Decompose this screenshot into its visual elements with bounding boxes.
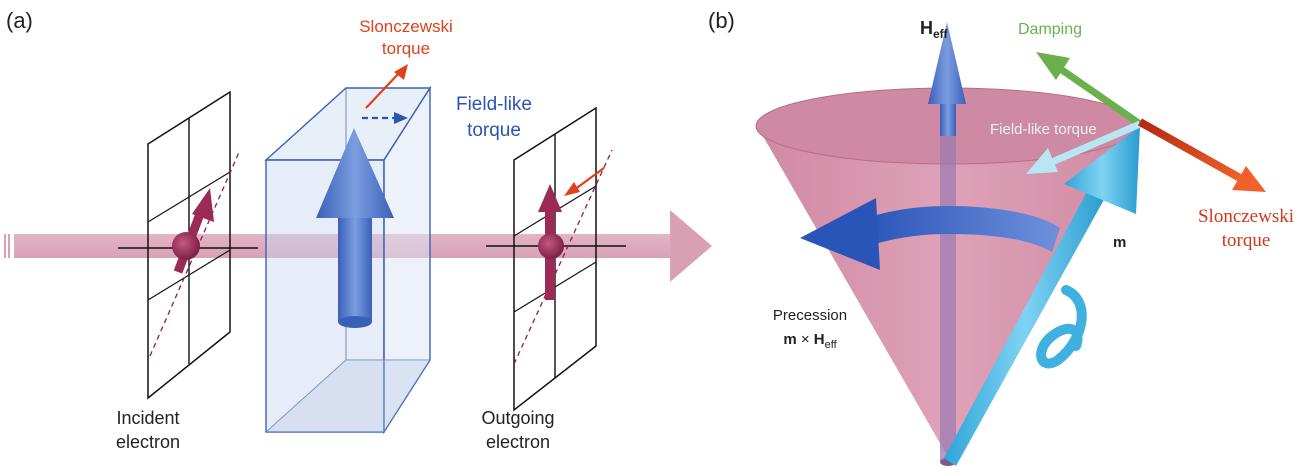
panel-a-label: (a) <box>6 8 33 33</box>
panel-b-label: (b) <box>708 8 735 33</box>
field-like-label-a-line1: Field-like <box>456 94 532 115</box>
h-eff-arrow <box>928 22 966 466</box>
m-spiral-ribbon <box>1036 285 1087 369</box>
beam-tail-stripe <box>4 234 6 258</box>
beam-arrowhead <box>670 210 712 282</box>
outgoing-torque-arrow <box>573 167 605 191</box>
damping-arrowhead <box>1036 52 1070 80</box>
slonczewski-arrow-b <box>1138 118 1266 192</box>
slonczewski-label-a-line1: Slonczewski <box>359 17 453 36</box>
slonczewski-shaft-b <box>1138 118 1242 182</box>
incident-electron-ball <box>172 232 200 260</box>
m-arrowhead <box>1064 126 1140 214</box>
h-eff-shaft-top <box>940 96 956 136</box>
m-shaft <box>944 186 1106 466</box>
field-like-arrow-b <box>1026 120 1142 174</box>
outgoing-label-line1: Outgoing <box>481 408 554 428</box>
m-label: m <box>1113 234 1126 251</box>
outgoing-spin-arrowhead <box>538 184 562 212</box>
outgoing-plane <box>513 106 597 412</box>
slonczewski-label-b-line1: Slonczewski <box>1198 206 1294 227</box>
incident-plane-hline <box>147 171 231 223</box>
field-like-torque-arrowhead-a <box>394 112 408 124</box>
field-like-label-a-line2: torque <box>467 120 521 141</box>
slonczewski-label-a-line2: torque <box>382 39 430 58</box>
precession-label-line2: m × Heff <box>783 331 837 351</box>
outgoing-dashed-axis <box>513 149 613 365</box>
outgoing-electron <box>486 106 626 412</box>
damping-label: Damping <box>1018 21 1082 38</box>
magnetization-shaft <box>338 214 372 322</box>
damping-arrow <box>1036 52 1142 127</box>
incident-electron <box>118 90 258 400</box>
field-like-label-b: Field-like torque <box>990 121 1097 138</box>
incident-plane-hline <box>147 249 231 301</box>
slonczewski-torque-arrowhead-a <box>394 64 408 80</box>
field-like-arrowhead-b <box>1026 148 1058 174</box>
precession-arrowhead <box>800 198 880 270</box>
slonczewski-label-b-line2: torque <box>1222 230 1271 251</box>
beam-tail-stripe <box>8 234 10 258</box>
incident-plane <box>147 90 231 400</box>
incident-spin-arrowhead <box>192 188 214 222</box>
magnet-bottom-face <box>266 360 430 432</box>
magnetization-shaft-base <box>338 316 372 328</box>
slonczewski-arrowhead-b <box>1232 166 1266 192</box>
incident-label-line2: electron <box>116 432 180 452</box>
magnet-back-edge <box>265 359 347 433</box>
outgoing-electron-ball <box>538 233 564 259</box>
m-arrow <box>944 126 1140 466</box>
outgoing-label-line2: electron <box>486 432 550 452</box>
precession-label-line1: Precession <box>773 307 847 324</box>
h-eff-label: Heff <box>920 18 949 41</box>
incident-label-line1: Incident <box>116 408 179 428</box>
h-eff-arrowhead <box>928 22 966 104</box>
precession-arrow-band <box>866 206 1060 252</box>
precession-arrow <box>800 198 1060 270</box>
outgoing-torque-arrowhead <box>564 182 580 196</box>
slonczewski-torque-arrow-a <box>365 71 401 109</box>
magnetization-arrowhead <box>316 128 394 218</box>
h-eff-shaft <box>940 96 956 462</box>
damping-shaft <box>1060 67 1142 127</box>
magnet-block <box>264 64 432 435</box>
field-like-shaft-b <box>1050 120 1142 166</box>
